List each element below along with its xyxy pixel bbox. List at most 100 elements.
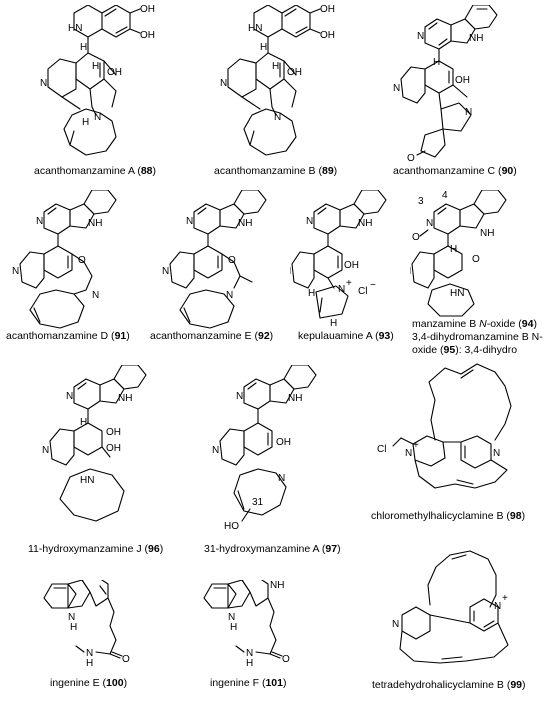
compound-number: 98 bbox=[509, 510, 522, 522]
compound-name: ingenine E bbox=[50, 677, 100, 689]
svg-text:OH: OH bbox=[287, 67, 302, 78]
svg-text:OH: OH bbox=[455, 75, 470, 86]
extra-name: 3,4-dihydromanzamine B bbox=[412, 331, 532, 343]
svg-text:O: O bbox=[78, 255, 86, 266]
svg-text:NH: NH bbox=[238, 218, 252, 229]
svg-text:N: N bbox=[220, 78, 227, 89]
caption-97: 31-hydroxymanzamine A (97) bbox=[204, 543, 341, 555]
svg-text:OH: OH bbox=[106, 443, 121, 454]
compound-name: 31-hydroxymanzamine A bbox=[204, 543, 319, 555]
svg-text:+: + bbox=[502, 593, 508, 604]
svg-text:N: N bbox=[162, 266, 169, 277]
compound-name: acanthomanzamine E bbox=[150, 330, 252, 342]
caption-94: manzamine B N-oxide (94) 3,4-dihydromanz… bbox=[412, 318, 543, 357]
svg-text:H: H bbox=[260, 42, 267, 53]
compound-name: manzamine B bbox=[412, 318, 477, 330]
svg-text:NH: NH bbox=[88, 218, 102, 229]
svg-text:N: N bbox=[86, 648, 93, 659]
svg-text:NH: NH bbox=[288, 393, 302, 404]
svg-text:N: N bbox=[68, 612, 75, 623]
svg-text:H: H bbox=[80, 42, 87, 53]
svg-text:N: N bbox=[246, 648, 253, 659]
caption-93: kepulauamine A (93) bbox=[298, 330, 394, 342]
svg-text:N: N bbox=[228, 612, 235, 623]
compound-name: acanthomanzamine B bbox=[214, 165, 316, 177]
svg-text:Cl: Cl bbox=[358, 286, 367, 297]
caption-96: 11-hydroxymanzamine J (96) bbox=[28, 543, 164, 555]
compound-name: 11-hydroxymanzamine J bbox=[28, 543, 142, 555]
compound-name: tetradehydrohalicyclamine B bbox=[372, 679, 504, 691]
svg-text:N: N bbox=[417, 31, 424, 42]
compound-name: kepulauamine A bbox=[298, 330, 373, 342]
svg-text:OH: OH bbox=[140, 5, 155, 15]
svg-text:N: N bbox=[405, 448, 412, 459]
caption-89: acanthomanzamine B (89) bbox=[214, 165, 338, 177]
compound-number: 91 bbox=[114, 330, 127, 342]
compound-number: 97 bbox=[325, 543, 338, 555]
compound-number: 94 bbox=[521, 318, 534, 330]
caption-95-line1: 3,4-dihydromanzamine B N- bbox=[412, 331, 543, 344]
svg-text:N: N bbox=[274, 112, 281, 123]
compound-name: ingenine F bbox=[210, 677, 260, 689]
svg-text:OH: OH bbox=[276, 437, 291, 448]
svg-text:Cl: Cl bbox=[377, 444, 386, 455]
svg-text:31: 31 bbox=[252, 497, 264, 508]
svg-text:H: H bbox=[80, 417, 87, 428]
svg-text:NH: NH bbox=[358, 218, 372, 229]
svg-text:H: H bbox=[246, 658, 253, 669]
svg-text:NH: NH bbox=[270, 580, 284, 591]
compound-number: 92 bbox=[257, 330, 270, 342]
caption-99: tetradehydrohalicyclamine B (99) bbox=[372, 679, 526, 691]
svg-text:N: N bbox=[236, 391, 243, 402]
svg-text:N: N bbox=[92, 290, 99, 301]
svg-text:H: H bbox=[70, 622, 77, 633]
svg-text:NH: NH bbox=[469, 33, 483, 44]
svg-text:OH: OH bbox=[320, 5, 335, 15]
svg-text:O: O bbox=[122, 654, 130, 665]
svg-text:N: N bbox=[306, 216, 313, 227]
caption-98: chloromethylhalicyclamine B (98) bbox=[371, 510, 526, 522]
caption-100: ingenine E (100) bbox=[50, 677, 128, 689]
svg-text:N: N bbox=[393, 83, 400, 94]
svg-text:N: N bbox=[42, 445, 49, 456]
extra-post: ): 3,4-dihydro bbox=[455, 344, 518, 356]
svg-text:O: O bbox=[228, 255, 236, 266]
svg-text:NH: NH bbox=[118, 393, 132, 404]
svg-text:N: N bbox=[186, 216, 193, 227]
compound-number: 99 bbox=[510, 679, 523, 691]
svg-text:O: O bbox=[412, 232, 420, 243]
svg-text:OH: OH bbox=[344, 260, 359, 271]
svg-text:N: N bbox=[338, 284, 345, 295]
svg-text:H: H bbox=[230, 622, 237, 633]
svg-text:N: N bbox=[40, 78, 47, 89]
svg-text:H: H bbox=[330, 318, 337, 329]
svg-text:N: N bbox=[493, 448, 500, 459]
compound-name: acanthomanzamine A bbox=[34, 165, 135, 177]
svg-text:H: H bbox=[272, 61, 279, 72]
svg-text:+: + bbox=[346, 278, 352, 289]
svg-text:N: N bbox=[66, 391, 73, 402]
compound-100: NHN NHO ingenine E (100) bbox=[40, 580, 180, 700]
svg-text:N: N bbox=[494, 601, 501, 612]
svg-text:OH: OH bbox=[320, 30, 335, 41]
compound-number: 88 bbox=[140, 165, 153, 177]
caption-101: ingenine F (101) bbox=[210, 677, 287, 689]
svg-text:H: H bbox=[308, 288, 315, 299]
svg-text:N: N bbox=[278, 473, 285, 484]
compound-number-95: 95 bbox=[443, 344, 456, 356]
compound-number: 101 bbox=[265, 677, 283, 689]
